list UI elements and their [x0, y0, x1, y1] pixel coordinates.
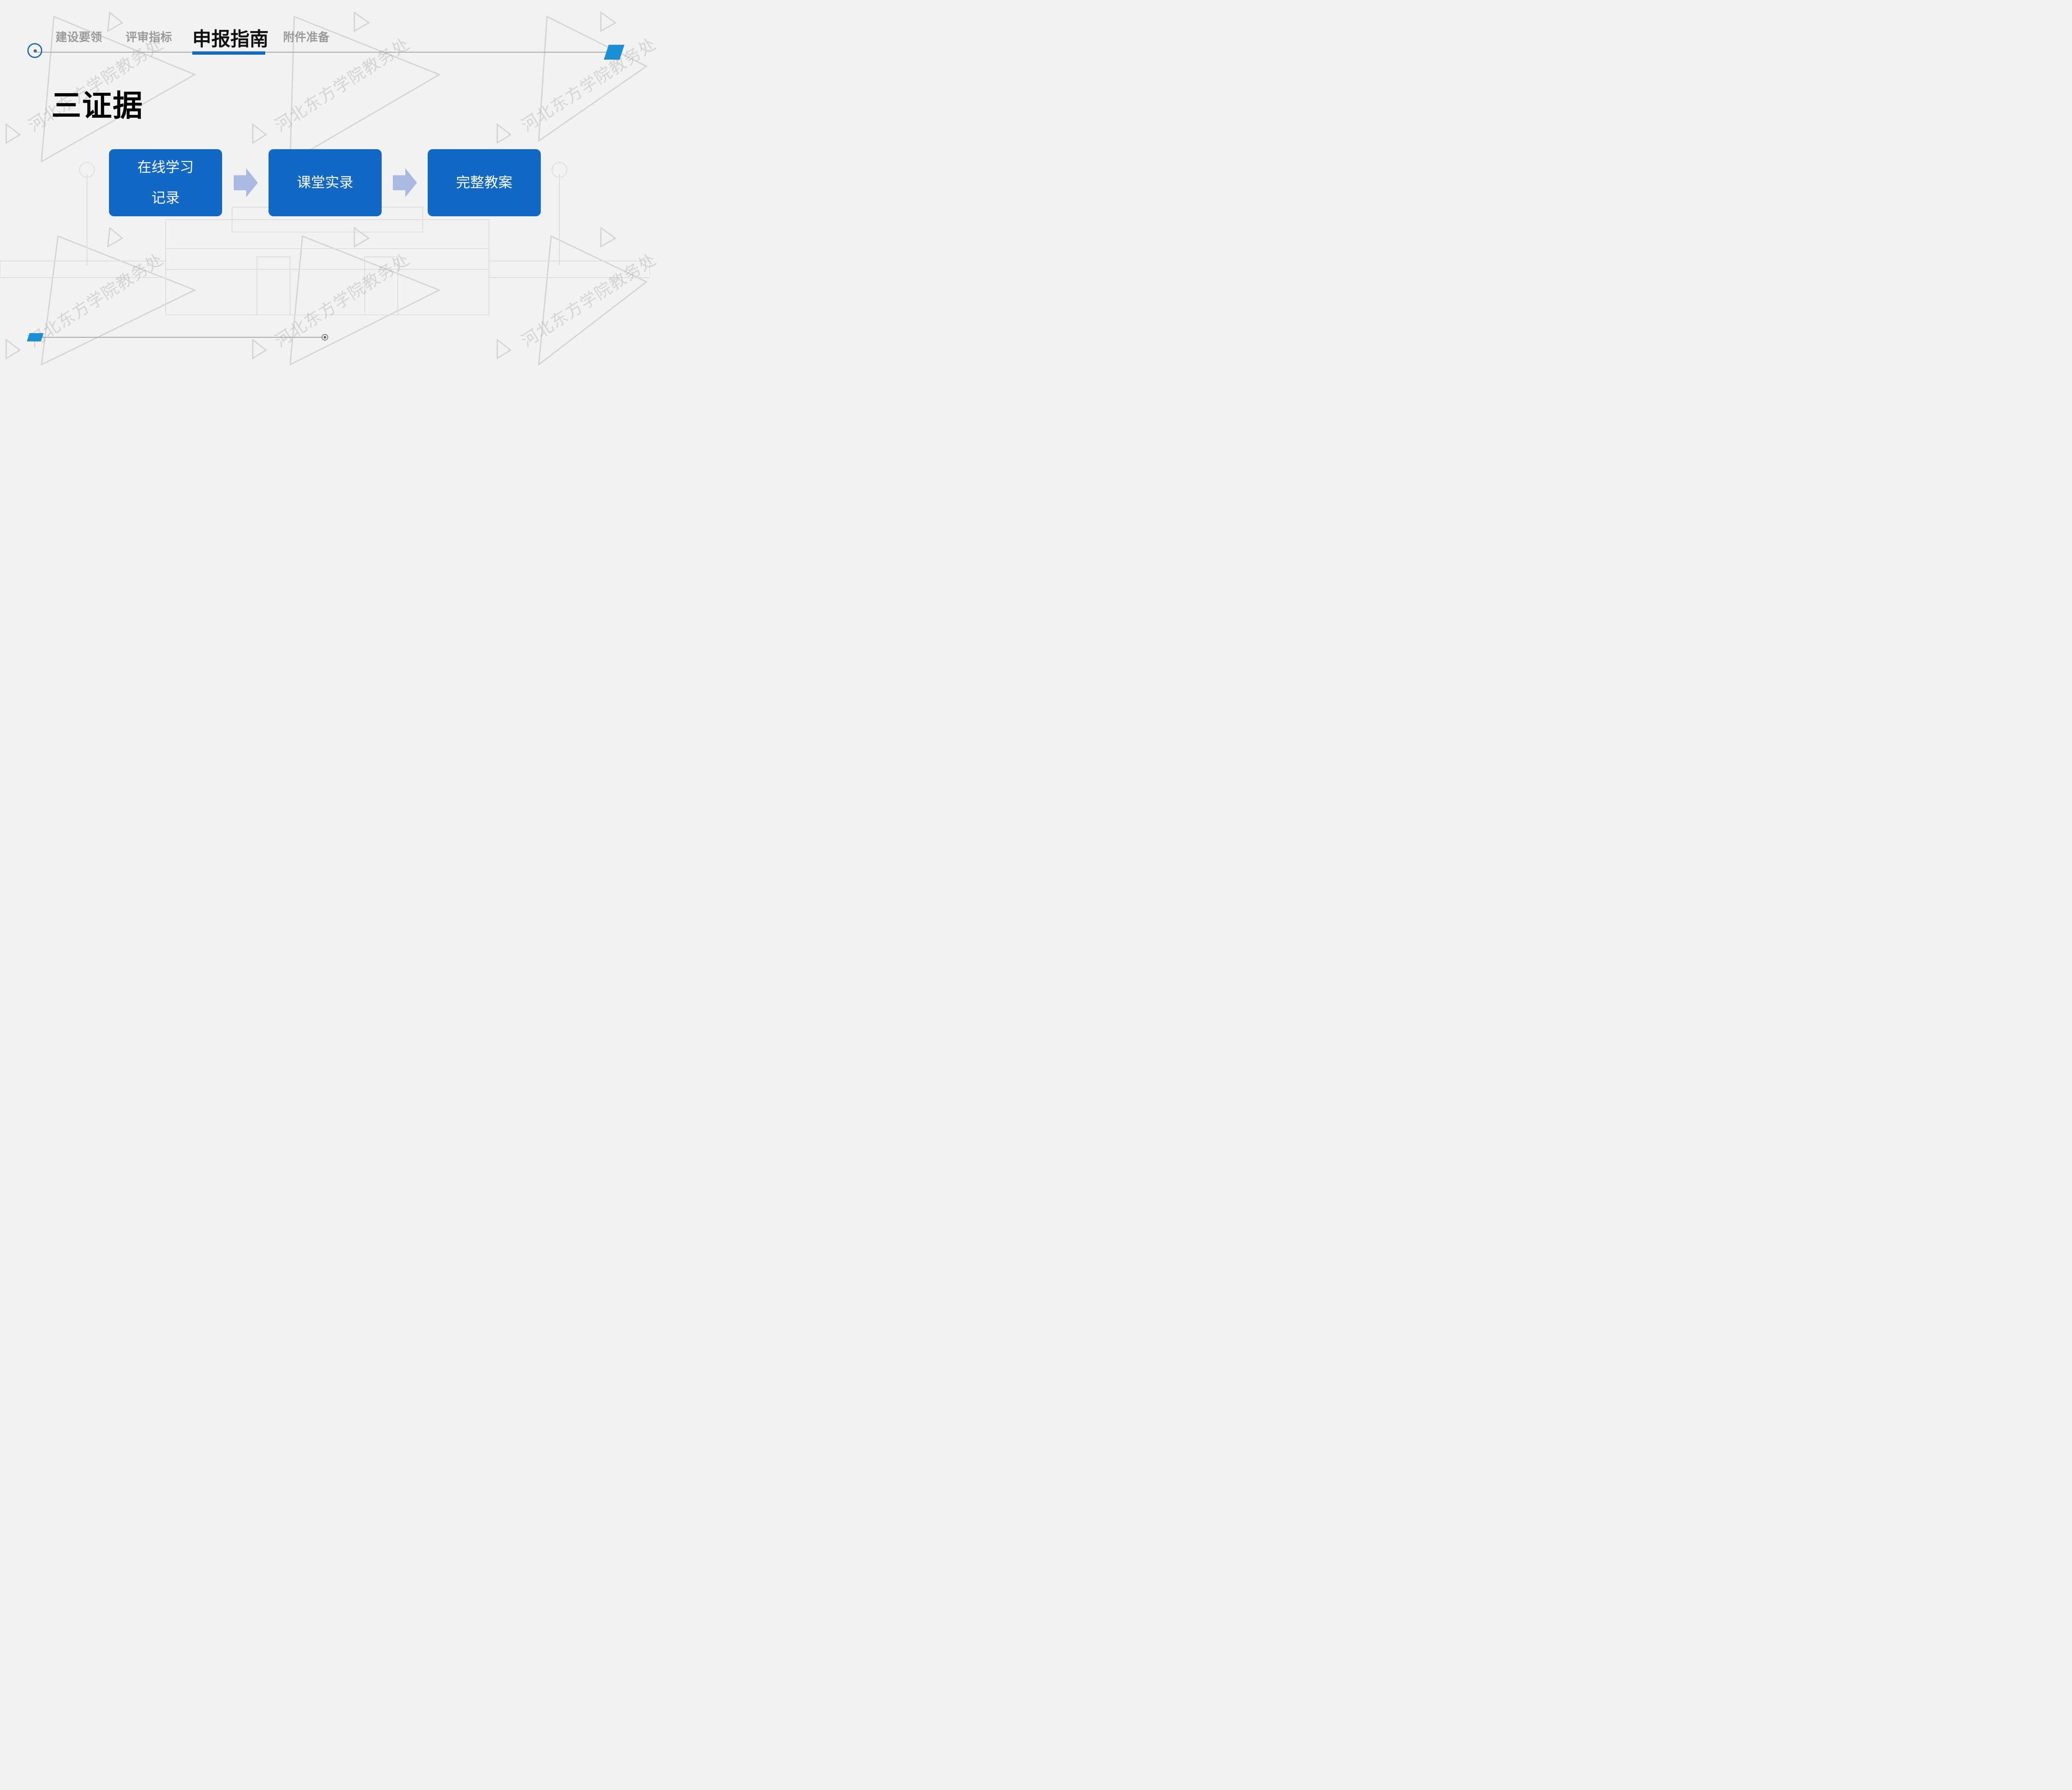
- nav-divider: [36, 52, 617, 53]
- flow-step-label: 在线学习: [137, 159, 194, 176]
- right-arrow-icon: [234, 168, 258, 197]
- flow-step-classroom-recording: 课堂实录: [269, 149, 382, 216]
- tab-construction-essentials[interactable]: 建设要领: [56, 30, 102, 44]
- flow-step-online-learning: 在线学习 记录: [109, 149, 222, 216]
- bottom-divider: [41, 337, 324, 338]
- flow-step-label: 完整教案: [456, 174, 513, 191]
- tab-application-guide[interactable]: 申报指南: [192, 28, 269, 50]
- parallelogram-accent-icon: [27, 333, 44, 341]
- right-arrow-icon: [393, 168, 417, 197]
- tab-review-indicators[interactable]: 评审指标: [126, 30, 172, 44]
- active-tab-indicator: [192, 51, 265, 55]
- bottom-end-dot-icon: [322, 334, 328, 341]
- flow-step-label: 课堂实录: [297, 174, 353, 191]
- tab-attachment-preparation[interactable]: 附件准备: [283, 30, 330, 44]
- flow-step-complete-lesson-plan: 完整教案: [428, 149, 541, 216]
- nav-start-ring-icon: [27, 43, 42, 58]
- flow-step-label: 记录: [151, 190, 180, 206]
- background-decoration: [0, 11, 650, 365]
- page-title: 三证据: [51, 88, 144, 123]
